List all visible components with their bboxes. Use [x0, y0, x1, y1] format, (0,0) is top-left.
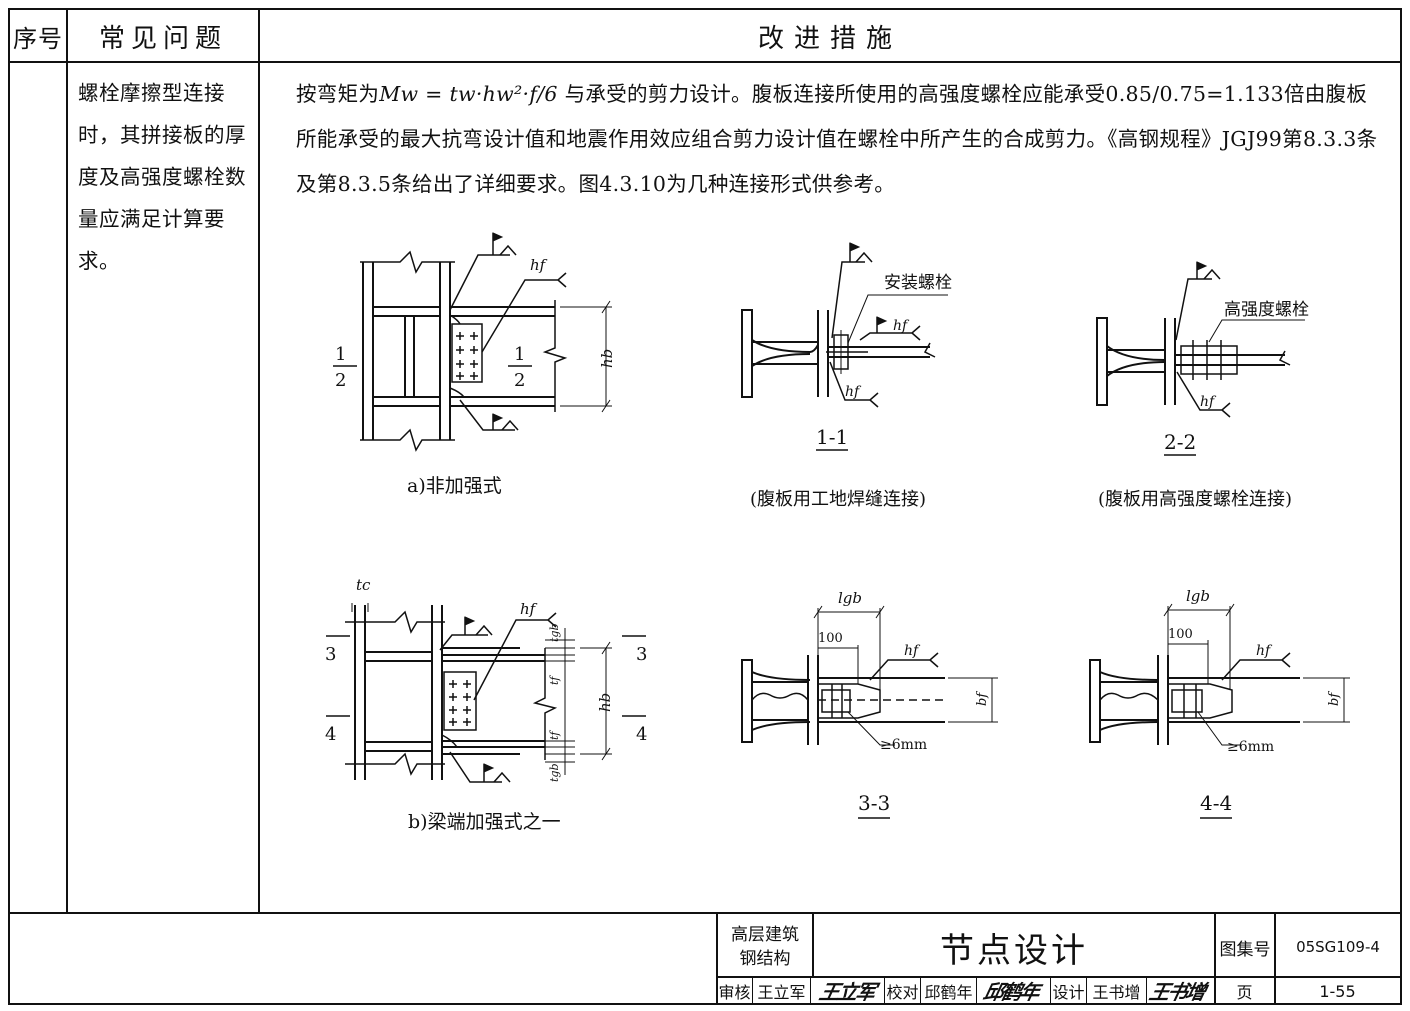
label-3-left-b: 3: [325, 644, 336, 665]
label-hf-1-1-bottom: hf: [845, 384, 862, 400]
sheet-frame: [8, 8, 1402, 1005]
titleblock-left-border: [716, 912, 718, 1005]
caption-1-1: (腹板用工地焊缝连接): [750, 489, 926, 510]
titleblock-check-label: 校对: [886, 983, 919, 1002]
label-tf-bottom: tf: [548, 730, 561, 740]
body-bottom-divider: [8, 912, 1402, 914]
label-hb-b: hb: [596, 693, 614, 712]
label-gt6mm-4-4: ≥6mm: [1227, 739, 1274, 755]
tb-sep-c: [884, 976, 885, 1005]
label-100-4-4: 100: [1168, 627, 1193, 642]
label-hf-b: hf: [520, 600, 538, 618]
titleblock-page-number: 1-55: [1319, 981, 1356, 1001]
tb-sep-a: [752, 976, 753, 1005]
section-1-1: [741, 242, 948, 451]
column-divider-1: [66, 8, 68, 913]
header-divider: [8, 61, 1402, 63]
label-hf-3-3: hf: [904, 643, 921, 659]
label-section-2-2: 2-2: [1164, 430, 1196, 454]
label-1-left-a: 1: [335, 344, 346, 365]
label-hf-2-2: hf: [1200, 394, 1217, 410]
titleblock-page-label: 页: [1236, 983, 1253, 1002]
label-hf-4-4: hf: [1256, 643, 1273, 659]
section-3-3: [741, 605, 998, 819]
label-3-right-b: 3: [636, 644, 647, 665]
project-name-line-2: 钢结构: [739, 949, 791, 969]
column-divider-2: [258, 8, 260, 913]
titleblock-sheet-title: 节点设计: [940, 930, 1088, 971]
tb-sep-f: [1050, 976, 1051, 1005]
measure-text-part-1: 按弯矩为: [296, 82, 380, 106]
titleblock-row-divider: [716, 976, 1402, 978]
label-bf-4-4: bf: [1327, 691, 1342, 706]
label-tf-top: tf: [548, 675, 561, 685]
label-tc: tc: [356, 576, 371, 594]
checker-signature: 邱鹤年: [981, 980, 1041, 1004]
tb-sep-g: [1086, 976, 1087, 1005]
label-section-3-3: 3-3: [858, 791, 890, 815]
label-bf-3-3: bf: [975, 691, 990, 706]
titleblock-atlas-label: 图集号: [1219, 939, 1271, 960]
label-erection-bolt: 安装螺栓: [884, 273, 952, 293]
titleblock-designer-name: 王书增: [1092, 983, 1141, 1002]
label-2-right-a: 2: [514, 370, 525, 391]
label-tgb-bottom: tgb: [548, 763, 561, 782]
titleblock-review-label: 审核: [718, 983, 751, 1002]
titleblock-checker-name: 邱鹤年: [924, 983, 973, 1002]
tb-sep-d: [920, 976, 921, 1005]
label-lgb-3-3: lgb: [838, 589, 862, 607]
detail-b-beam-end-reinforced: [326, 603, 646, 783]
tb-sep-b: [810, 976, 811, 1005]
titleblock-reviewer-name: 王立军: [757, 983, 806, 1002]
tb-sep-h: [1146, 976, 1147, 1005]
caption-a: a)非加强式: [407, 475, 502, 497]
titleblock-atlas-number: 05SG109-4: [1296, 938, 1380, 956]
label-gt6mm-3-3: ≥6mm: [880, 737, 927, 753]
label-tgb-top: tgb: [548, 623, 561, 642]
label-lgb-4-4: lgb: [1186, 587, 1210, 605]
formula: Mw = tw·hw²·f/6: [379, 82, 558, 106]
label-2-left-a: 2: [335, 370, 346, 391]
label-section-4-4: 4-4: [1200, 791, 1232, 815]
label-hb-a: hb: [598, 349, 616, 368]
label-section-1-1: 1-1: [816, 425, 848, 449]
label-1-right-a: 1: [514, 344, 525, 365]
label-hf-1-1-top: hf: [893, 318, 910, 334]
issue-text: 螺栓摩擦型连接时，其拼接板的厚度及高强度螺栓数量应满足计算要求。: [78, 81, 246, 273]
header-improvement-measures: 改进措施: [757, 23, 902, 54]
titleblock-design-label: 设计: [1052, 983, 1085, 1002]
section-4-4: [1089, 603, 1350, 819]
label-4-right-b: 4: [636, 724, 647, 745]
label-hf-a: hf: [530, 256, 548, 274]
measure-text: 按弯矩为Mw = tw·hw²·f/6 与承受的剪力设计。腹板连接所使用的高强度…: [296, 72, 1386, 207]
tb-sep-e: [976, 976, 977, 1005]
label-4-left-b: 4: [325, 724, 336, 745]
measure-text-part-2: 与承受的剪力设计。腹板连接所使用的高强度螺栓应能承受0.85/0.75=1.13…: [296, 82, 1378, 196]
designer-signature: 王书增: [1147, 980, 1207, 1004]
label-100-3-3: 100: [818, 631, 843, 646]
detail-a-unreinforced: [333, 232, 612, 452]
header-serial-number: 序号: [13, 24, 63, 53]
titleblock-divider-1: [812, 912, 814, 976]
titleblock-divider-2: [1214, 912, 1216, 1005]
caption-2-2: (腹板用高强度螺栓连接): [1098, 489, 1292, 510]
titleblock-project-name: 高层建筑钢结构: [718, 918, 812, 976]
titleblock-divider-3: [1274, 912, 1276, 1005]
project-name-line-1: 高层建筑: [731, 925, 799, 945]
header-common-issues: 常见问题: [98, 23, 227, 54]
label-high-strength-bolt: 高强度螺栓: [1224, 300, 1309, 320]
section-2-2: [1096, 261, 1305, 456]
reviewer-signature: 王立军: [817, 980, 877, 1004]
caption-b: b)梁端加强式之一: [408, 811, 561, 833]
